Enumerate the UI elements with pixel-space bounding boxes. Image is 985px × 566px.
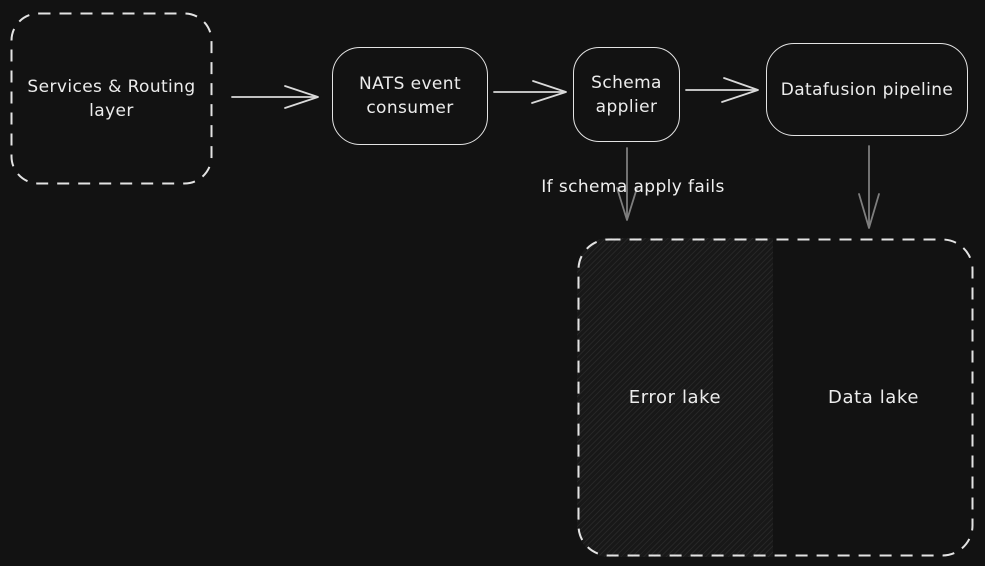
services-routing-label: Services & Routing layer — [27, 76, 196, 121]
arrow-schema-to-datafusion — [685, 77, 759, 103]
arrow-schema-to-error-lake — [616, 147, 638, 221]
arrow-nats-to-schema — [493, 80, 567, 104]
schema-fail-annotation: If schema apply fails — [541, 177, 725, 197]
arrow-services-to-nats — [231, 85, 319, 109]
datafusion-pipeline-label: Datafusion pipeline — [780, 79, 954, 100]
services-routing-node: Services & Routing layer — [10, 12, 213, 185]
error-lake-region: Error lake — [577, 238, 773, 557]
lakes-container: Error lake Data lake — [577, 238, 974, 557]
nats-event-consumer-node: NATS event consumer — [332, 47, 488, 145]
error-lake-label: Error lake — [628, 387, 722, 408]
schema-applier-label: Schema applier — [591, 72, 662, 117]
nats-event-consumer-label: NATS event consumer — [358, 74, 462, 118]
data-lake-label: Data lake — [828, 387, 919, 408]
schema-applier-node: Schema applier — [573, 47, 680, 142]
arrow-datafusion-to-data-lake — [858, 145, 880, 229]
datafusion-pipeline-node: Datafusion pipeline — [766, 43, 968, 136]
data-lake-region: Data lake — [773, 238, 974, 557]
